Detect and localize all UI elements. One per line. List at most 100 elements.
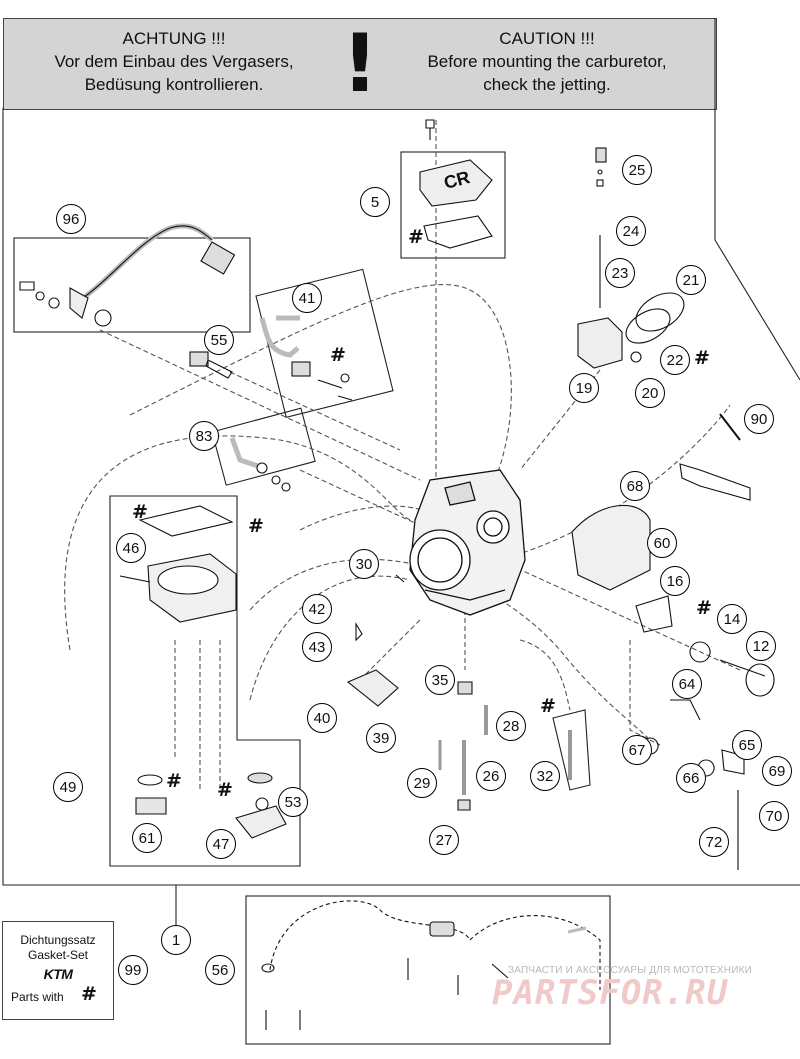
- warning-german-title: ACHTUNG !!!: [122, 29, 226, 48]
- callout-67[interactable]: 67: [622, 735, 652, 765]
- callout-66[interactable]: 66: [676, 763, 706, 793]
- gasket-kit-label-en: Gasket-Set: [27, 948, 89, 962]
- callout-83[interactable]: 83: [189, 421, 219, 451]
- warning-english-line-2: check the jetting.: [483, 75, 611, 94]
- callout-12[interactable]: 12: [746, 631, 776, 661]
- callout-20[interactable]: 20: [635, 378, 665, 408]
- screw-55: [189, 351, 233, 379]
- leader-12: [509, 564, 741, 671]
- fitting-83: [229, 437, 291, 492]
- group-box-32: [552, 709, 591, 791]
- callout-5[interactable]: 5: [360, 187, 390, 217]
- float-bowl: [119, 505, 287, 839]
- parts-19-22: [577, 147, 685, 369]
- leader-55: [229, 371, 401, 451]
- gasket-mark: #: [330, 344, 346, 366]
- cable-left-loop: [64, 435, 411, 651]
- gasket-mark: #: [248, 515, 264, 537]
- callout-22[interactable]: 22: [660, 345, 690, 375]
- callout-70[interactable]: 70: [759, 801, 789, 831]
- callout-19[interactable]: 19: [569, 373, 599, 403]
- gasket-mark: #: [408, 226, 424, 248]
- callout-72[interactable]: 72: [699, 827, 729, 857]
- callout-42[interactable]: 42: [302, 594, 332, 624]
- hose-96: [19, 223, 236, 327]
- gasket-mark: #: [217, 779, 233, 801]
- throttle-parts: [571, 413, 775, 870]
- callout-29[interactable]: 29: [407, 768, 437, 798]
- leader-32: [519, 639, 571, 711]
- jets: [346, 574, 572, 811]
- gasket-mark: #: [694, 347, 710, 369]
- warning-german-line-1: Vor dem Einbau des Vergasers,: [54, 52, 294, 71]
- callout-30[interactable]: 30: [349, 549, 379, 579]
- callout-65[interactable]: 65: [732, 730, 762, 760]
- callout-26[interactable]: 26: [476, 761, 506, 791]
- watermark-caption: ЗАПЧАСТИ И АКСЕССУАРЫ ДЛЯ МОТОТЕХНИКИ: [508, 965, 753, 976]
- gasket-mark: #: [540, 695, 556, 717]
- callout-40[interactable]: 40: [307, 703, 337, 733]
- callout-23[interactable]: 23: [605, 258, 635, 288]
- callout-32[interactable]: 32: [530, 761, 560, 791]
- leader-39: [359, 619, 421, 681]
- callout-39[interactable]: 39: [366, 723, 396, 753]
- callout-28[interactable]: 28: [496, 711, 526, 741]
- warning-german: ACHTUNG !!! Vor dem Einbau des Vergasers…: [24, 27, 324, 96]
- gasket-kit-label-de: Dichtungssatz: [20, 933, 96, 947]
- warning-german-line-2: Bedüsung kontrollieren.: [84, 75, 264, 94]
- gasket-kit-parts-with: Parts with: [11, 990, 64, 1004]
- callout-60[interactable]: 60: [647, 528, 677, 558]
- callout-16[interactable]: 16: [660, 566, 690, 596]
- carburetor-body: [409, 469, 526, 616]
- callout-46[interactable]: 46: [116, 533, 146, 563]
- leader-67: [629, 640, 661, 746]
- page-frame: [2, 18, 800, 886]
- group-box-41: [255, 268, 394, 418]
- callout-99[interactable]: 99: [118, 955, 148, 985]
- callout-96[interactable]: 96: [56, 204, 86, 234]
- callout-56[interactable]: 56: [205, 955, 235, 985]
- callout-69[interactable]: 69: [762, 756, 792, 786]
- callout-90[interactable]: 90: [744, 404, 774, 434]
- leader-19: [519, 369, 601, 471]
- callout-61[interactable]: 61: [132, 823, 162, 853]
- callout-43[interactable]: 43: [302, 632, 332, 662]
- leader-83: [299, 469, 431, 531]
- cable-lower: [249, 558, 651, 741]
- group-box-83: [211, 407, 316, 486]
- callout-35[interactable]: 35: [425, 665, 455, 695]
- exclamation-icon: !: [341, 17, 379, 110]
- watermark-logo: PARTSFOR.RU: [492, 973, 729, 1013]
- cable-upper: [129, 284, 512, 521]
- leader-96: [99, 329, 421, 481]
- callout-53[interactable]: 53: [278, 787, 308, 817]
- group-box-49: [109, 495, 301, 867]
- fittings-41: [259, 315, 353, 401]
- callout-55[interactable]: 55: [204, 325, 234, 355]
- callout-25[interactable]: 25: [622, 155, 652, 185]
- callout-49[interactable]: 49: [53, 772, 83, 802]
- callout-1[interactable]: 1: [161, 925, 191, 955]
- callout-47[interactable]: 47: [206, 829, 236, 859]
- group-box-5: [400, 151, 506, 259]
- callout-24[interactable]: 24: [616, 216, 646, 246]
- gasket-mark: #: [132, 501, 148, 523]
- gasket-mark: #: [696, 597, 712, 619]
- group-box-56: [245, 895, 611, 1045]
- callout-68[interactable]: 68: [620, 471, 650, 501]
- warning-english: CAUTION !!! Before mounting the carburet…: [382, 27, 712, 96]
- gasket-kit-box: Dichtungssatz Gasket-Set KTM Parts with …: [2, 921, 114, 1020]
- callout-21[interactable]: 21: [676, 265, 706, 295]
- brand-logo: KTM: [43, 966, 73, 982]
- callout-14[interactable]: 14: [717, 604, 747, 634]
- callout-64[interactable]: 64: [672, 669, 702, 699]
- gasket-kit-mark: #: [81, 983, 97, 1005]
- top-cover-5: [419, 119, 493, 249]
- callout-41[interactable]: 41: [292, 283, 322, 313]
- gasket-mark: #: [166, 770, 182, 792]
- warning-banner: ACHTUNG !!! Vor dem Einbau des Vergasers…: [3, 18, 717, 110]
- callout-27[interactable]: 27: [429, 825, 459, 855]
- warning-english-title: CAUTION !!!: [499, 29, 595, 48]
